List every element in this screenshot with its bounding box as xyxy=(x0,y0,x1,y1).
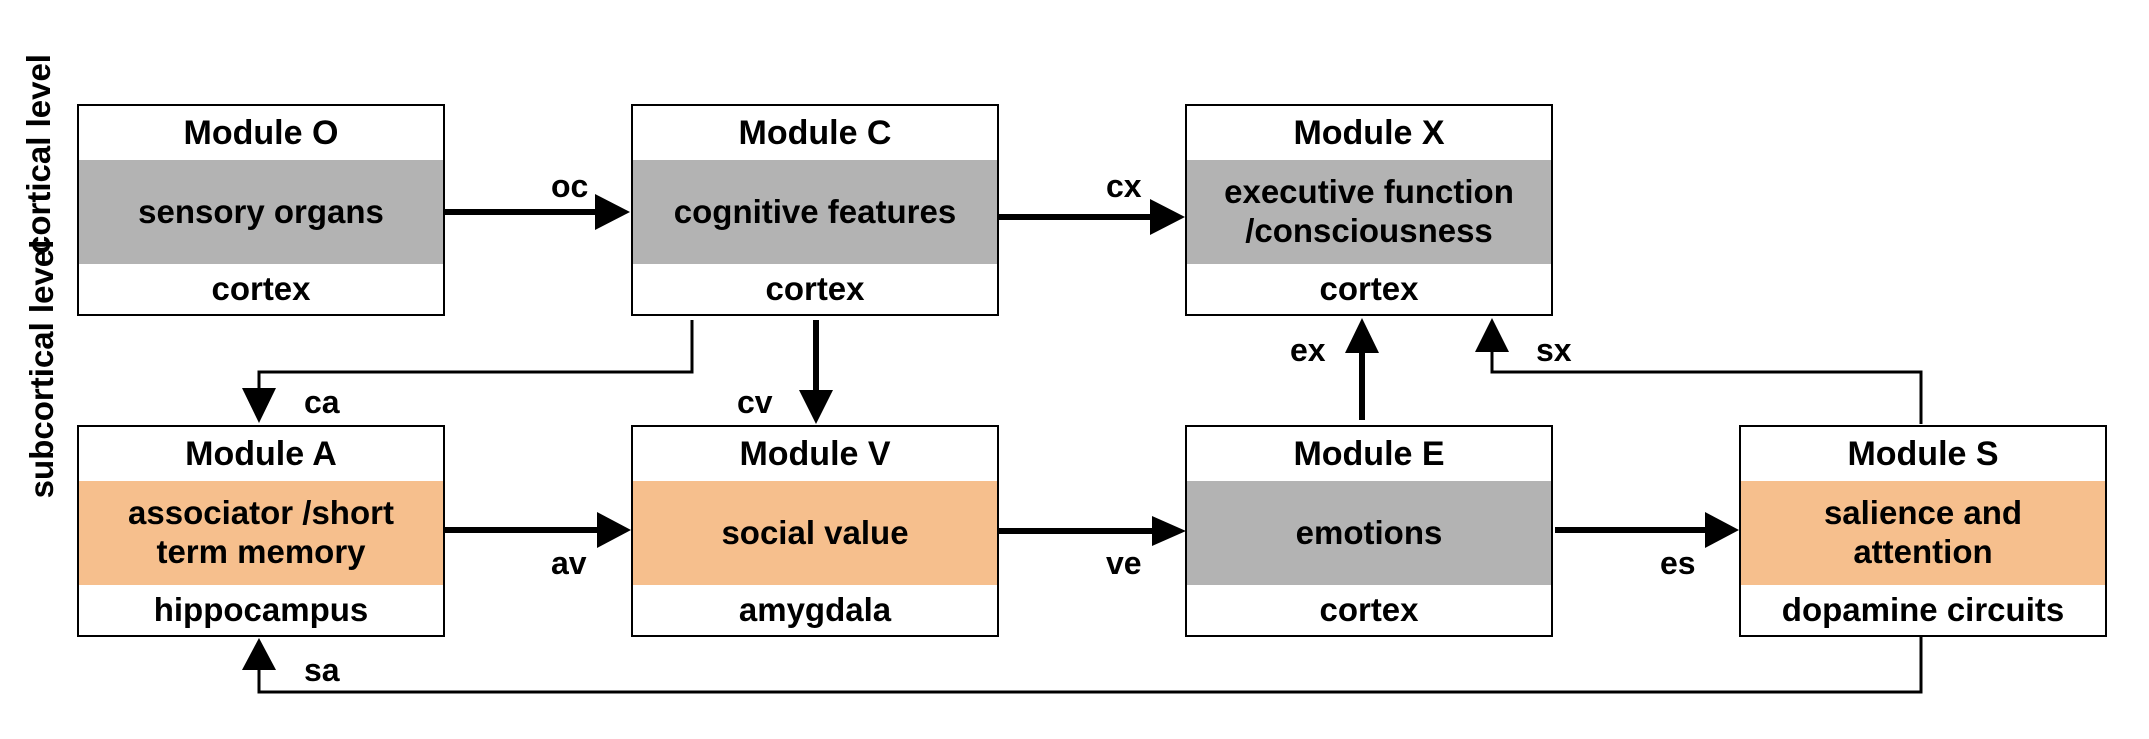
arrow-av xyxy=(445,512,631,548)
module-s-title: Module S xyxy=(1847,434,1999,473)
label-ex: ex xyxy=(1290,332,1326,368)
module-a-title: Module A xyxy=(185,434,337,473)
module-a-function-line1: associator /short xyxy=(128,494,394,532)
label-es: es xyxy=(1660,545,1696,581)
arrow-sx xyxy=(1475,318,1923,424)
module-s-function-line2: attention xyxy=(1853,533,1993,570)
arrow-cx xyxy=(998,199,1185,235)
module-s: Module S salience and attention dopamine… xyxy=(1739,425,2107,637)
module-v-title: Module V xyxy=(739,434,891,473)
module-x-function-line2: /consciousness xyxy=(1245,212,1493,249)
module-x-function: executive function /consciousness xyxy=(1187,160,1551,264)
arrow-ve xyxy=(998,516,1186,546)
module-x-region: cortex xyxy=(1319,270,1419,307)
arrow-sa xyxy=(242,636,1923,694)
module-v-region: amygdala xyxy=(738,591,892,628)
module-e-title: Module E xyxy=(1293,434,1445,473)
module-e-region: cortex xyxy=(1319,591,1419,628)
arrow-cv xyxy=(799,320,833,424)
module-s-region: dopamine circuits xyxy=(1781,591,2065,628)
label-sx: sx xyxy=(1536,332,1572,368)
module-x-function-line1: executive function xyxy=(1224,173,1514,211)
module-a-region: hippocampus xyxy=(153,591,369,628)
module-s-function: salience and attention xyxy=(1741,481,2105,585)
module-a: Module A associator /short term memory h… xyxy=(77,425,445,637)
module-x-title: Module X xyxy=(1293,113,1445,152)
module-o: Module O sensory organs cortex xyxy=(77,104,445,316)
module-x: Module X executive function /consciousne… xyxy=(1185,104,1553,316)
module-e: Module E emotions cortex xyxy=(1185,425,1553,637)
arrow-es xyxy=(1555,512,1739,548)
module-c-region: cortex xyxy=(765,270,865,307)
module-o-title: Module O xyxy=(183,113,339,152)
label-sa: sa xyxy=(304,652,340,688)
arrow-oc xyxy=(445,194,630,230)
label-ca: ca xyxy=(304,384,340,420)
label-cx: cx xyxy=(1106,168,1142,204)
arrow-ca xyxy=(242,320,694,423)
module-a-function-line2: term memory xyxy=(156,533,366,570)
module-c: Module C cognitive features cortex xyxy=(631,104,999,316)
module-e-function: emotions xyxy=(1187,481,1551,585)
module-c-title: Module C xyxy=(738,113,892,152)
module-v-function: social value xyxy=(633,481,997,585)
arrow-ex xyxy=(1345,318,1379,420)
label-cv: cv xyxy=(737,384,773,420)
module-s-function-line1: salience and xyxy=(1823,494,2023,532)
module-v: Module V social value amygdala xyxy=(631,425,999,637)
label-oc: oc xyxy=(551,168,589,204)
label-av: av xyxy=(551,545,587,581)
module-o-function: sensory organs xyxy=(79,160,443,264)
module-a-function: associator /short term memory xyxy=(79,481,443,585)
module-o-region: cortex xyxy=(211,270,311,307)
label-ve: ve xyxy=(1106,545,1142,581)
module-c-function: cognitive features xyxy=(633,160,997,264)
